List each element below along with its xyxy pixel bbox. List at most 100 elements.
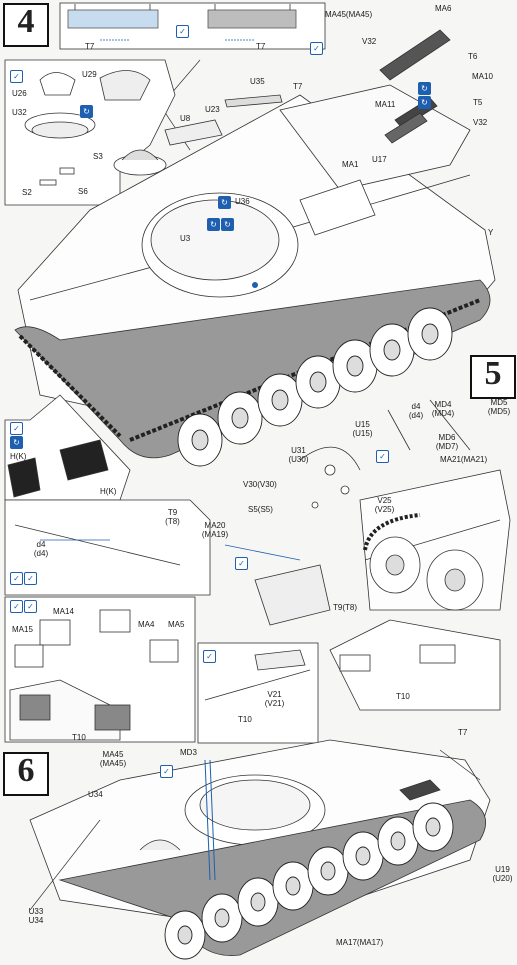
road-wheels-step6	[164, 802, 454, 960]
glue-icon: ✓	[10, 70, 23, 83]
glue-icon: ✓	[176, 25, 189, 38]
repeat-icon: ↻	[418, 82, 431, 95]
label-MA5: MA5	[168, 620, 185, 629]
label-U36: U36	[235, 197, 250, 206]
label-d4-paren: (d4)	[408, 411, 424, 420]
mesh-screens-inset	[4, 596, 196, 743]
label-MA6: MA6	[435, 4, 452, 13]
label-T10-c: T10	[396, 692, 410, 701]
glue-icon: ✓	[160, 765, 173, 778]
glue-icon: ✓	[203, 650, 216, 663]
label-V25: V25(V25)	[372, 496, 397, 514]
label-Y: Y	[488, 228, 494, 237]
label-U3: U3	[180, 234, 191, 243]
label-U15-paren: (U15)	[352, 429, 373, 438]
label-T7-c: T7	[293, 82, 303, 91]
label-MA14: MA14	[53, 607, 74, 616]
label-T7-d: T7	[458, 728, 468, 737]
label-MA45-b-text: MA45	[102, 750, 124, 759]
label-T7-a: T7	[85, 42, 95, 51]
label-MA17: MA17(MA17)	[336, 938, 384, 947]
label-V25-text: V25	[377, 496, 392, 505]
label-T10-a: T10	[72, 733, 86, 742]
label-U8: U8	[180, 114, 191, 123]
label-T9T8: T9(T8)	[333, 603, 357, 612]
label-S6: S6	[78, 187, 88, 196]
label-U31-text: U31	[291, 446, 306, 455]
label-d4-text: d4	[411, 402, 421, 411]
label-MD6-text: MD6	[438, 433, 456, 442]
label-U34: U34	[88, 790, 103, 799]
label-T6: T6	[468, 52, 478, 61]
label-d4-b-text: d4	[36, 540, 46, 549]
label-U23: U23	[205, 105, 220, 114]
label-U33-text: U33	[28, 907, 44, 916]
label-U19-text: U19	[495, 865, 510, 874]
label-U34-b-text: U34	[28, 916, 44, 925]
track-detail-top	[59, 2, 326, 50]
label-U31: U31(U30)	[286, 446, 311, 464]
glue-icon: ✓	[235, 557, 248, 570]
label-d4-b: d4(d4)	[30, 540, 52, 558]
label-MA45: MA45(MA45)	[325, 10, 373, 19]
glue-icon: ✓	[24, 600, 37, 613]
label-MD4: MD4(MD4)	[428, 400, 458, 418]
label-S5: S5(S5)	[248, 505, 273, 514]
label-T8-paren: (T8)	[165, 517, 180, 526]
label-U17: U17	[372, 155, 387, 164]
label-MA4: MA4	[138, 620, 155, 629]
label-U15-text: U15	[355, 420, 370, 429]
label-d4: d4(d4)	[405, 402, 427, 420]
side-plate	[254, 564, 331, 626]
label-V21-text: V21	[267, 690, 282, 699]
label-T9: T9(T8)	[160, 508, 185, 526]
road-wheels-step4	[177, 307, 453, 467]
label-U19: U19(U20)	[490, 865, 515, 883]
label-HK-a: H(K)	[10, 452, 27, 461]
label-MD3: MD3	[180, 748, 197, 757]
repeat-icon: ↻	[10, 436, 23, 449]
label-U15: U15(U15)	[350, 420, 375, 438]
label-V21: V21(V21)	[262, 690, 287, 708]
repeat-icon: ↻	[80, 105, 93, 118]
label-S3: S3	[93, 152, 103, 161]
label-MA10: MA10	[472, 72, 493, 81]
label-MA19-paren: (MA19)	[201, 530, 229, 539]
label-T9-text: T9	[167, 508, 178, 517]
label-MA20-text: MA20	[204, 521, 226, 530]
label-MD5-text: MD5	[490, 398, 508, 407]
glue-icon: ✓	[10, 572, 23, 585]
label-MD4-text: MD4	[434, 400, 452, 409]
label-MA45-b: MA45(MA45)	[98, 750, 128, 768]
glue-icon: ✓	[24, 572, 37, 585]
fender-detail-inset	[4, 499, 211, 596]
label-MD6: MD6(MD7)	[432, 433, 462, 451]
label-MA1: MA1	[342, 160, 359, 169]
glue-icon: ✓	[10, 600, 23, 613]
label-U35: U35	[250, 77, 265, 86]
label-U29: U29	[82, 70, 97, 79]
repeat-icon: ↻	[207, 218, 220, 231]
glue-icon: ✓	[376, 450, 389, 463]
label-MA21: MA21(MA21)	[440, 455, 488, 464]
label-U26: U26	[12, 89, 27, 98]
repeat-icon: ↻	[418, 96, 431, 109]
track-link-inset	[4, 394, 131, 501]
label-V32-b: V32	[473, 118, 488, 127]
label-d4-b-paren: (d4)	[33, 549, 49, 558]
label-V21-paren: (V21)	[264, 699, 285, 708]
label-MA11: MA11	[375, 100, 396, 109]
label-V25-paren: (V25)	[374, 505, 395, 514]
label-T5: T5	[473, 98, 483, 107]
label-U32: U32	[12, 108, 27, 117]
label-MA20: MA20(MA19)	[200, 521, 230, 539]
label-MA45-b-paren: (MA45)	[99, 759, 127, 768]
label-U20-paren: (U20)	[492, 874, 513, 883]
label-T7-b: T7	[256, 42, 266, 51]
label-T10-b: T10	[238, 715, 252, 724]
label-MA15: MA15	[12, 625, 33, 634]
label-HK-b: H(K)	[100, 487, 117, 496]
